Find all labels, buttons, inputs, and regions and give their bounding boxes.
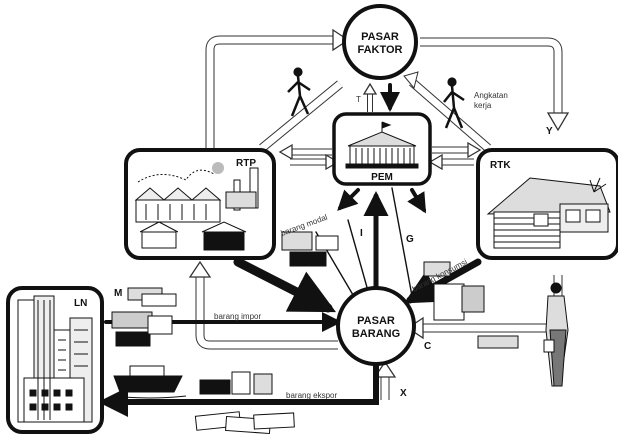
rtp-label: RTP [236, 158, 256, 169]
city-skyline-icon [17, 295, 93, 423]
pem-label: PEM [371, 172, 393, 183]
barang-ekspor-label: barang ekspor [286, 391, 337, 400]
pasar-faktor-node: PASAR FAKTOR [342, 4, 418, 80]
flow-letter-c: C [424, 341, 431, 352]
house-icon [486, 177, 611, 249]
flow-letter-m: M [114, 288, 122, 299]
rtp-node: RTP [124, 148, 276, 260]
angkatan-kerja-label-2: kerja [474, 101, 492, 110]
flow-letters: Y I G C X M T [114, 95, 553, 399]
barang-impor-label: barang impor [214, 312, 261, 321]
pasar-barang-node: PASAR BARANG [336, 286, 416, 366]
pasar-barang-label-2: BARANG [352, 328, 400, 340]
ln-node: LN [6, 286, 104, 434]
pem-node: PEM [332, 112, 432, 186]
pasar-faktor-label-1: PASAR [361, 31, 399, 43]
money-stack-icon [127, 287, 295, 435]
pasar-barang-label-1: PASAR [357, 315, 395, 327]
flow-letter-x: X [400, 388, 407, 399]
goods-flow-arrows [98, 83, 482, 417]
ln-label: LN [74, 298, 87, 309]
angkatan-kerja-label-1: Angkatan [474, 91, 508, 100]
government-building-icon [345, 121, 419, 169]
goods-icon [111, 231, 519, 395]
flow-letter-y: Y [546, 126, 553, 137]
pasar-faktor-label-2: FAKTOR [357, 44, 402, 56]
flow-letter-t: T [356, 95, 361, 104]
factor-flow-arrows [188, 28, 570, 400]
flow-letter-i: I [360, 228, 363, 239]
rtk-node: RTK [476, 148, 618, 260]
worker-icon [287, 67, 465, 129]
flow-letter-g: G [406, 234, 414, 245]
woman-figure-icon [543, 282, 569, 387]
ship-icon [111, 365, 187, 399]
rtk-label: RTK [490, 160, 511, 171]
factory-icon [134, 162, 259, 251]
